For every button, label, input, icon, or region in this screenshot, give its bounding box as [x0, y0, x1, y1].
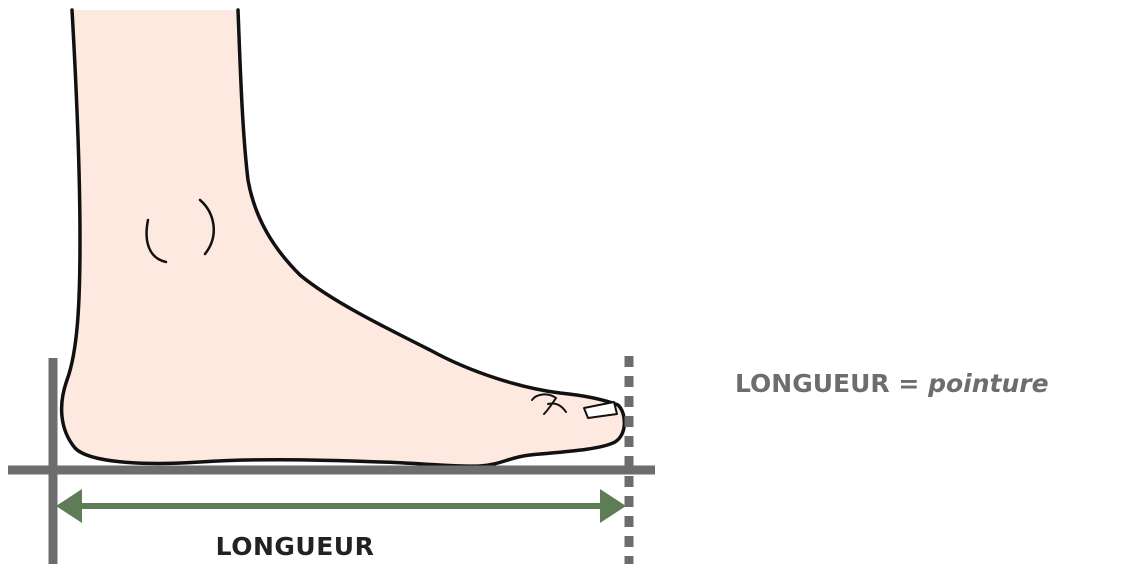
equation-operator: = — [898, 369, 919, 398]
size-equation: LONGUEUR = pointure — [735, 366, 1049, 402]
length-arrow-head-right — [600, 489, 626, 523]
equation-left-term: LONGUEUR — [735, 369, 890, 398]
equation-right-term: pointure — [928, 369, 1048, 398]
length-label: LONGUEUR — [175, 532, 415, 562]
length-arrow-head-left — [56, 489, 82, 523]
